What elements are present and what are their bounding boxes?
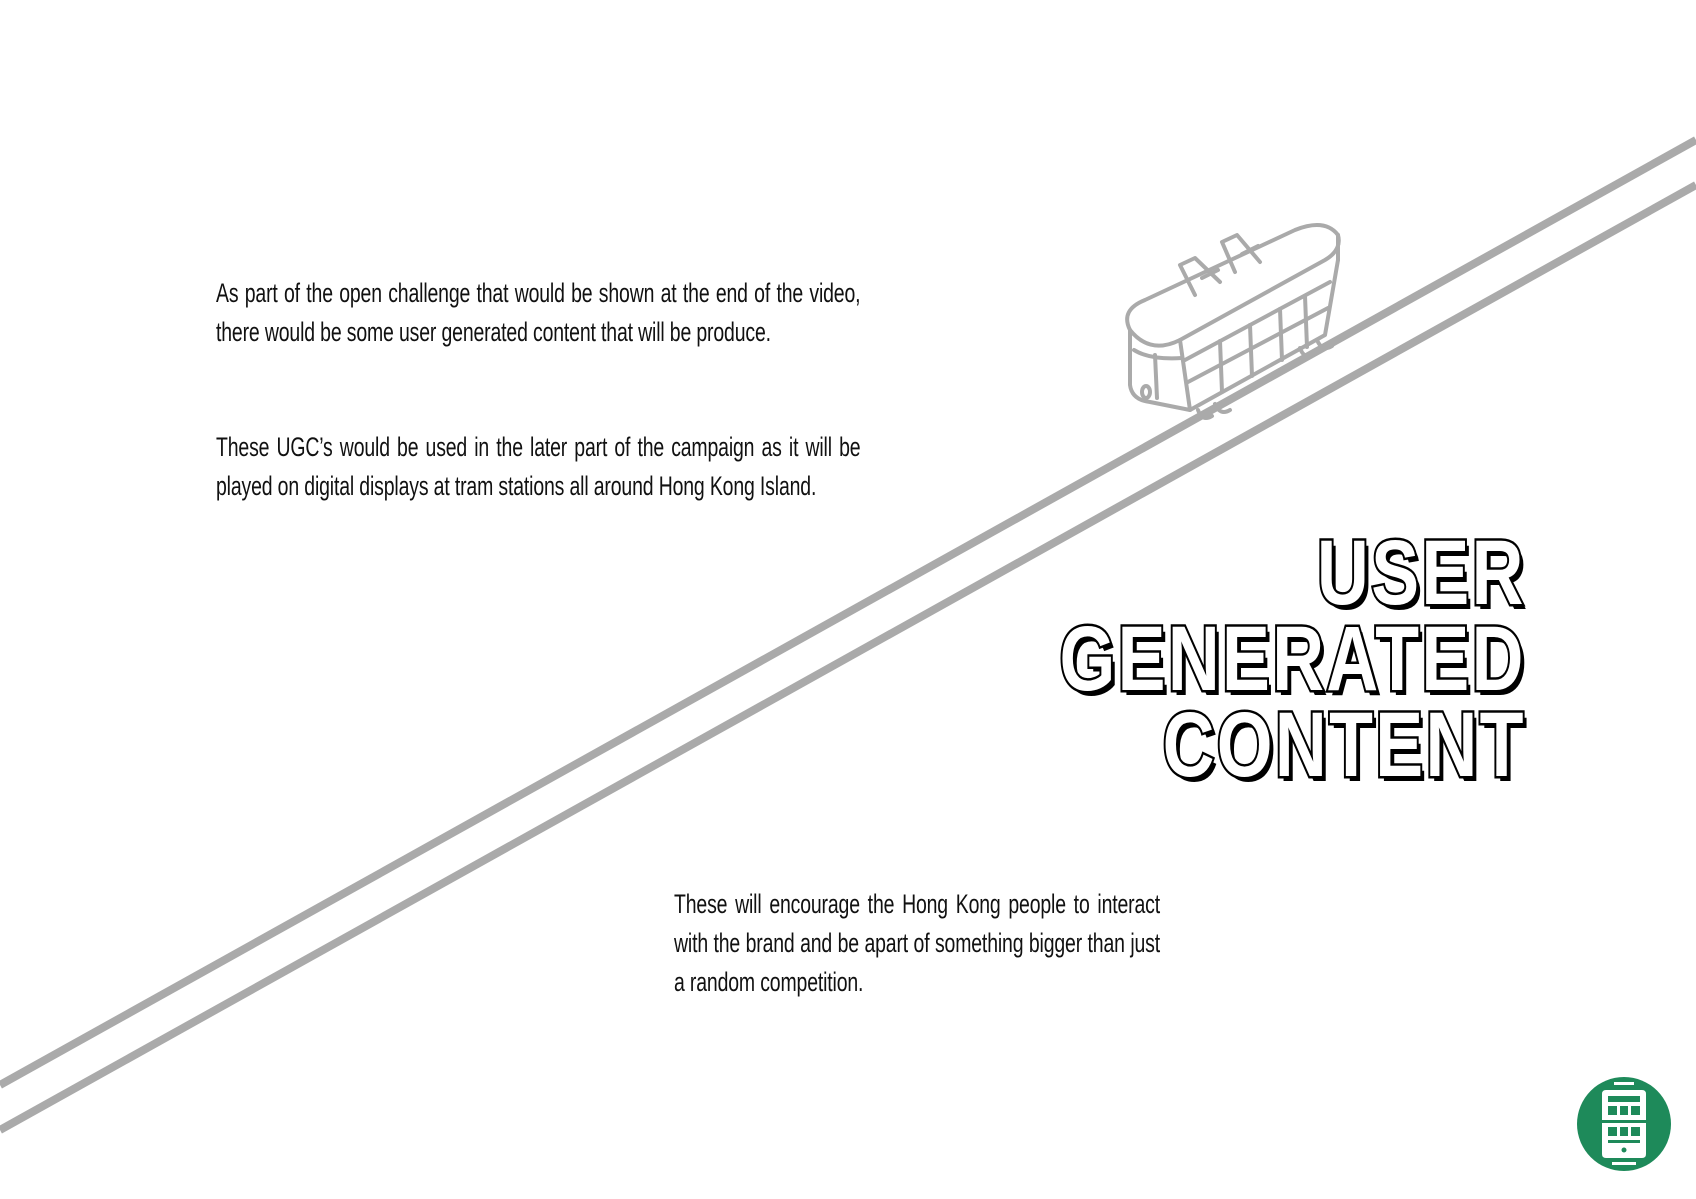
- tram-illustration-icon: [1125, 223, 1341, 420]
- track-rail-upper: [0, 136, 1696, 1089]
- title-line-content: CONTENT: [1161, 694, 1526, 796]
- encouragement-paragraph: These will encourage the Hong Kong peopl…: [674, 889, 1160, 997]
- page-title: USER GENERATED CONTENT: [928, 522, 1526, 796]
- tram-logo-icon: [1577, 1077, 1671, 1171]
- ugc-usage-paragraph: These UGC’s would be used in the later p…: [216, 432, 861, 501]
- track-rail-lower: [0, 181, 1696, 1134]
- title-line-generated: GENERATED: [1058, 608, 1526, 710]
- intro-paragraph: As part of the open challenge that would…: [216, 278, 861, 347]
- title-line-user: USER: [1315, 522, 1526, 624]
